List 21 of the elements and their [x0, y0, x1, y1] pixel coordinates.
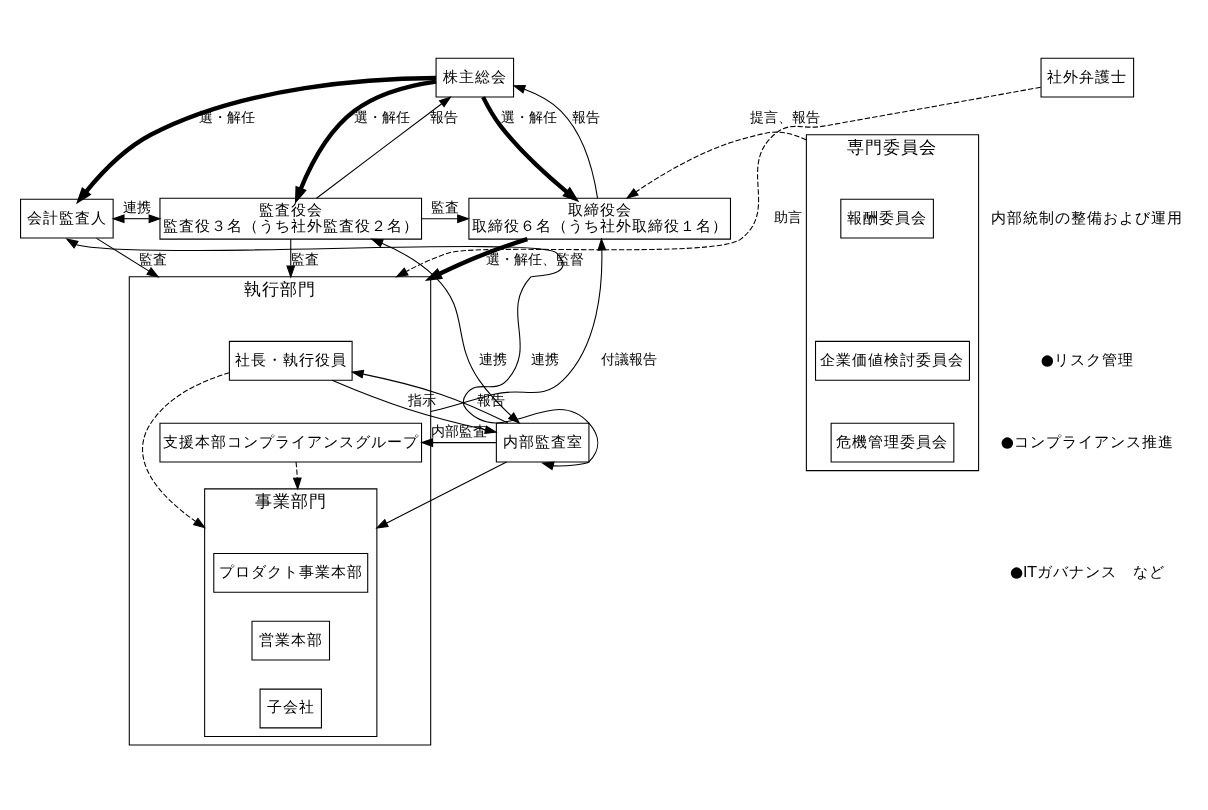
arrow	[625, 130, 807, 198]
arrow	[286, 237, 296, 278]
arrow	[481, 95, 580, 202]
arrow	[430, 236, 607, 412]
arrow	[420, 437, 497, 447]
arrow	[331, 378, 498, 434]
arrow	[375, 460, 508, 528]
arrow	[350, 368, 509, 423]
arrow	[294, 78, 437, 203]
arrow	[76, 74, 437, 204]
arrow	[111, 213, 162, 223]
arrow	[315, 95, 452, 198]
arrow	[370, 237, 521, 424]
arrow	[424, 236, 528, 280]
arrow	[292, 460, 302, 490]
arrow	[421, 213, 471, 223]
arrow	[65, 237, 599, 470]
arrow	[395, 85, 1042, 277]
arrow	[142, 371, 230, 528]
arrow	[512, 84, 599, 198]
arrow	[96, 236, 160, 277]
